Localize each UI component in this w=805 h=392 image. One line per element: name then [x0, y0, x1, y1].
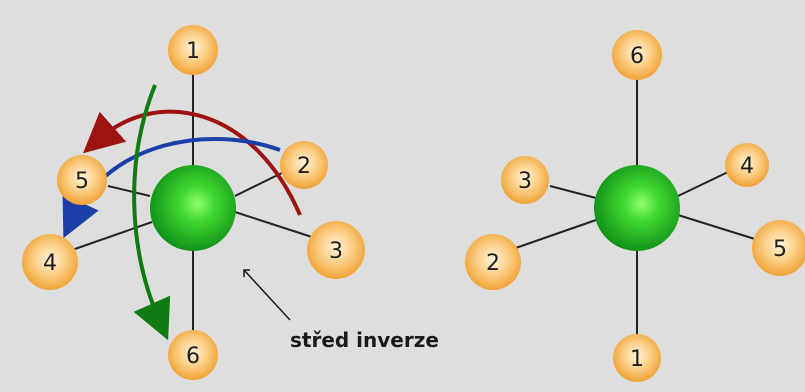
ligand-label: 1 [186, 39, 200, 64]
ligand-6-right: 6 [612, 30, 662, 80]
ligand-3-right: 3 [501, 156, 549, 204]
ligand-2-left: 2 [280, 141, 328, 189]
ligand-4-left: 4 [22, 234, 78, 290]
inversion-center-left [150, 165, 236, 251]
ligand-label: 5 [75, 169, 89, 194]
ligand-label: 6 [630, 44, 644, 69]
pointer-arrow [243, 269, 291, 321]
ligand-label: 3 [329, 239, 343, 264]
ligand-label: 5 [773, 237, 787, 262]
ligand-5-right: 5 [752, 220, 805, 276]
curved-arrow-red [83, 109, 302, 216]
curved-arrow-green [132, 84, 171, 341]
ligand-label: 4 [740, 154, 754, 179]
ligand-1-right: 1 [613, 334, 661, 382]
inversion-center-right [594, 165, 680, 251]
ligand-label: 3 [518, 169, 532, 194]
ligand-label: 2 [297, 154, 311, 179]
inversion-center-label: střed inverze [290, 328, 439, 352]
ligand-2-right: 2 [465, 234, 521, 290]
ligand-1-left: 1 [168, 25, 218, 75]
ligand-label: 6 [186, 344, 200, 369]
ligand-3-left: 3 [307, 221, 365, 279]
ligand-label: 4 [43, 251, 57, 276]
ligand-5-left: 5 [57, 155, 107, 205]
ligand-6-left: 6 [168, 330, 218, 380]
ligand-label: 2 [486, 251, 500, 276]
ligand-label: 1 [630, 347, 644, 372]
ligand-4-right: 4 [725, 143, 769, 187]
